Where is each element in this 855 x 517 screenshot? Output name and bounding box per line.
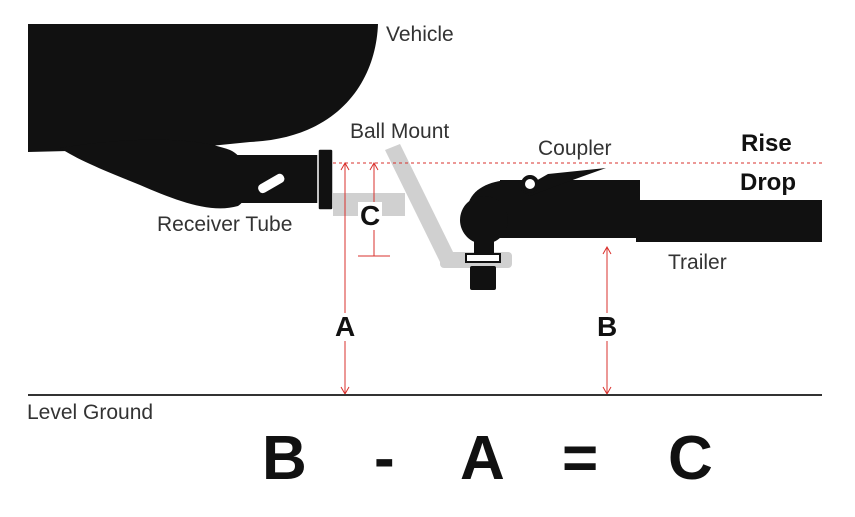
- hitch-pin: [256, 172, 286, 195]
- hitch-ball-nut: [470, 266, 496, 290]
- ball-mount-drop: [385, 144, 455, 262]
- measure-c-arrow-top: [369, 161, 379, 171]
- trailer-frame: [636, 200, 822, 242]
- measure-a-arrow-top: [340, 161, 350, 171]
- measure-a-label: A: [333, 311, 358, 342]
- coupler-latch-pivot: [521, 175, 539, 193]
- measure-b-label: B: [595, 311, 620, 342]
- vehicle-crossbar: [60, 139, 249, 209]
- trailer-label: Trailer: [668, 251, 727, 274]
- ball-mount-label: Ball Mount: [350, 120, 450, 143]
- level-ground-label: Level Ground: [27, 401, 154, 424]
- measure-b-arrow-top: [602, 245, 612, 255]
- formula-equals: =: [562, 424, 599, 493]
- coupler-label: Coupler: [538, 137, 612, 160]
- formula-b: B: [262, 424, 307, 493]
- receiver-collar: [317, 148, 334, 211]
- coupler-latch: [520, 168, 606, 196]
- formula-c: C: [668, 424, 713, 493]
- rise-label: Rise: [741, 130, 792, 157]
- formula-minus: -: [374, 424, 395, 493]
- hitch-ball-washer: [465, 253, 501, 263]
- formula-a: A: [460, 424, 505, 493]
- vehicle-label: Vehicle: [386, 23, 454, 46]
- hitch-ball: [460, 196, 508, 244]
- measure-c-label: C: [358, 200, 383, 231]
- hitch-ball-neck: [474, 240, 494, 256]
- drop-label: Drop: [740, 169, 796, 196]
- vehicle-body: [28, 24, 378, 152]
- trailer-tongue: [500, 180, 640, 238]
- receiver-tube-label: Receiver Tube: [157, 213, 293, 236]
